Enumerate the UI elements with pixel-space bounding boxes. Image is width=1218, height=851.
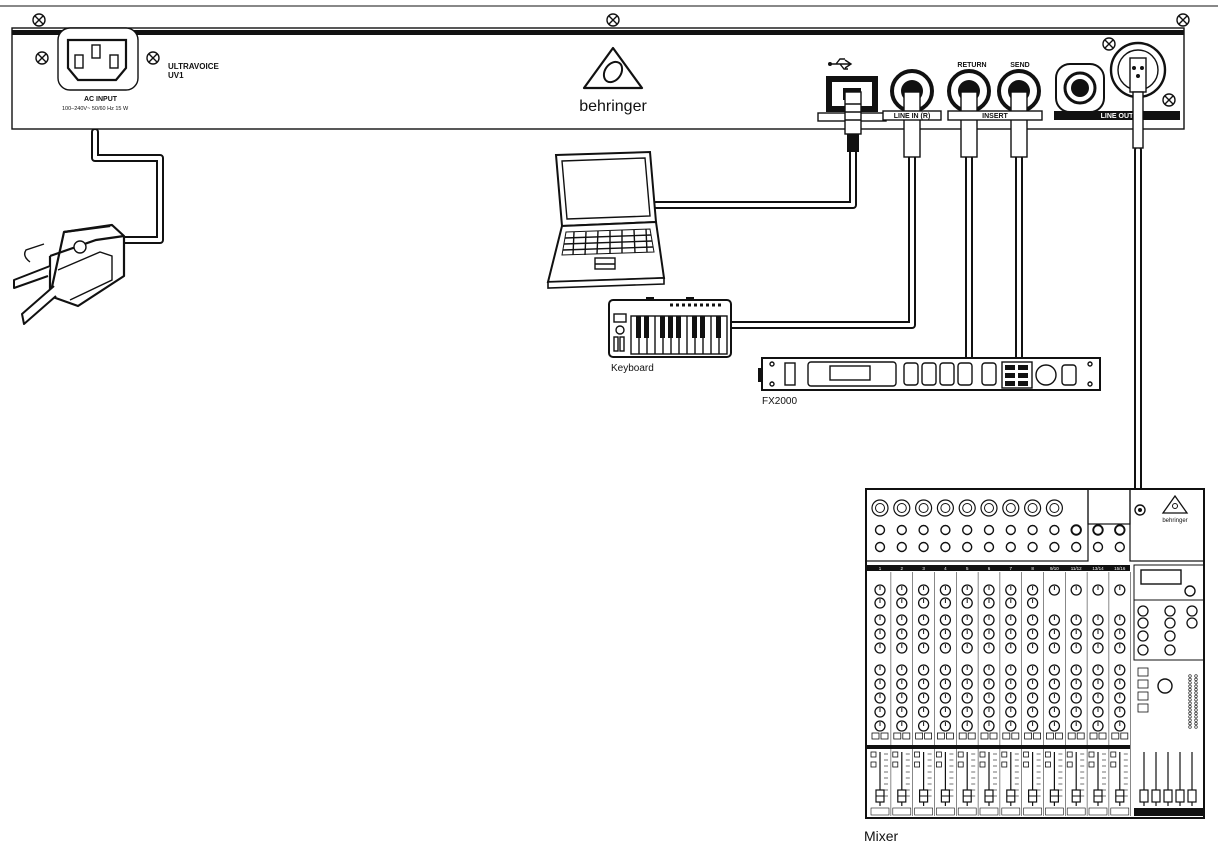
ac-input-socket: [57, 27, 139, 91]
cables: [91, 128, 1142, 492]
mixer-jack-input: [918, 541, 929, 553]
xlr-connector-icon: [1109, 41, 1167, 149]
mixer-jack-input: [1092, 524, 1104, 536]
keyboard-label: Keyboard: [611, 363, 654, 374]
mixer-jack-input: [1049, 541, 1060, 553]
jack-connector-icon: [997, 69, 1041, 158]
line-in-label-bar: [882, 110, 942, 121]
power-plug-icon: [13, 223, 126, 325]
mixer-knob: [1137, 644, 1149, 656]
model-number: UV1: [168, 71, 184, 80]
mixer-channel-label: 1: [879, 566, 882, 571]
mixer-jack-input: [1114, 524, 1126, 536]
fx2000-label: FX2000: [762, 396, 797, 407]
mixer-jack-input: [896, 524, 907, 536]
usb-icon: [828, 58, 853, 70]
mixer-knob: [1164, 630, 1176, 642]
mixer-channel-label: 4: [944, 566, 947, 571]
mixer-fader: [1175, 789, 1185, 803]
mixer-fader: [1187, 789, 1197, 803]
mixer-knob: [1186, 617, 1198, 629]
mixer-jack-input: [1070, 524, 1082, 536]
rear-panel: AC INPUT 100–240V~ 50/60 Hz 15 W ULTRAVO…: [0, 5, 1218, 158]
fx2000-unit: [758, 357, 1101, 391]
mixer-knob: [1164, 644, 1176, 656]
mixer-jack-input: [1027, 524, 1038, 536]
screw-icon: [146, 51, 160, 65]
screw-icon: [1102, 37, 1116, 51]
line-in-label: LINE IN (R): [894, 113, 931, 120]
mixer-jack-input: [1114, 541, 1126, 553]
behringer-logo-icon: [582, 46, 644, 90]
mixer-jack-input: [874, 541, 886, 553]
mixer-knob: [1186, 605, 1198, 617]
mixer-knob: [1137, 630, 1149, 642]
mixer-channel-label: 11/12: [1071, 566, 1082, 571]
model-name: ULTRAVOICE: [168, 62, 219, 71]
mixer-jack-input: [1070, 541, 1082, 553]
mixer-jack-input: [983, 541, 995, 553]
return-label: RETURN: [957, 62, 986, 69]
mixer-channel-label: 2: [901, 566, 904, 571]
mixer-brand: behringer: [1162, 518, 1187, 524]
mixer-fader: [1139, 789, 1149, 803]
ac-input-label: AC INPUT: [84, 96, 118, 103]
mixer-fader: [1163, 789, 1173, 803]
mixer-jack-input: [962, 524, 973, 536]
keyboard-icon: [608, 297, 732, 358]
mixer-channel-label: 8: [1031, 566, 1034, 571]
mixer-jack-input: [1092, 541, 1104, 553]
mixer-knob: [1157, 678, 1173, 694]
line-out-label: LINE OUT: [1101, 113, 1134, 120]
insert-label-bar: [947, 110, 1043, 121]
screw-icon: [606, 13, 620, 27]
mixer-jack-input: [940, 541, 951, 553]
mixer-jack-input: [1027, 541, 1038, 553]
screw-icon: [1162, 93, 1176, 107]
mixer-jack-input: [940, 524, 951, 536]
mixer-channel-label: 9/10: [1050, 566, 1059, 571]
usb-plug: [844, 91, 862, 152]
mixer-knob: [1137, 617, 1149, 629]
mixer-channel-label: 15/16: [1114, 566, 1126, 571]
mixer-channel-label: 5: [966, 566, 969, 571]
behringer-logo-icon: [1161, 494, 1189, 514]
mixer-label: Mixer: [864, 828, 899, 844]
mixer-channel-label: 13/14: [1092, 566, 1104, 571]
line-out-label-bar: [1054, 111, 1180, 120]
mixer-knob: [1137, 605, 1149, 617]
mixer-jack-input: [1005, 541, 1016, 553]
screw-icon: [32, 13, 46, 27]
mixer-jack-input: [896, 541, 907, 553]
mixer-jack-input: [1005, 524, 1016, 536]
mixer-knob: [1164, 605, 1176, 617]
jack-connector-icon: [890, 69, 934, 158]
line-out-jack: [1055, 63, 1105, 113]
mixer-jack-input: [983, 524, 995, 536]
ac-input-spec: 100–240V~ 50/60 Hz 15 W: [62, 106, 129, 112]
mixer-fader: [1151, 789, 1161, 803]
mixer-jack-input: [1049, 524, 1060, 536]
send-label: SEND: [1010, 62, 1029, 69]
laptop-icon: [546, 150, 666, 289]
mixer-channel-label: 3: [922, 566, 925, 571]
mixer-knob: [1164, 617, 1176, 629]
mixer-console: behringer 1 2 3 4 5 6 7 8 9/10 11/12 13/14 15/16: [865, 488, 1205, 819]
mixer-jack-input: [962, 541, 973, 553]
mixer-jack-input: [918, 524, 929, 536]
mixer-channel-label: 7: [1010, 566, 1013, 571]
mixer-channel-label: 6: [988, 566, 991, 571]
mixer-jack-input: [874, 524, 886, 536]
insert-label: INSERT: [982, 113, 1008, 120]
brand-label: behringer: [579, 98, 647, 115]
screw-icon: [1176, 13, 1190, 27]
screw-icon: [35, 51, 49, 65]
